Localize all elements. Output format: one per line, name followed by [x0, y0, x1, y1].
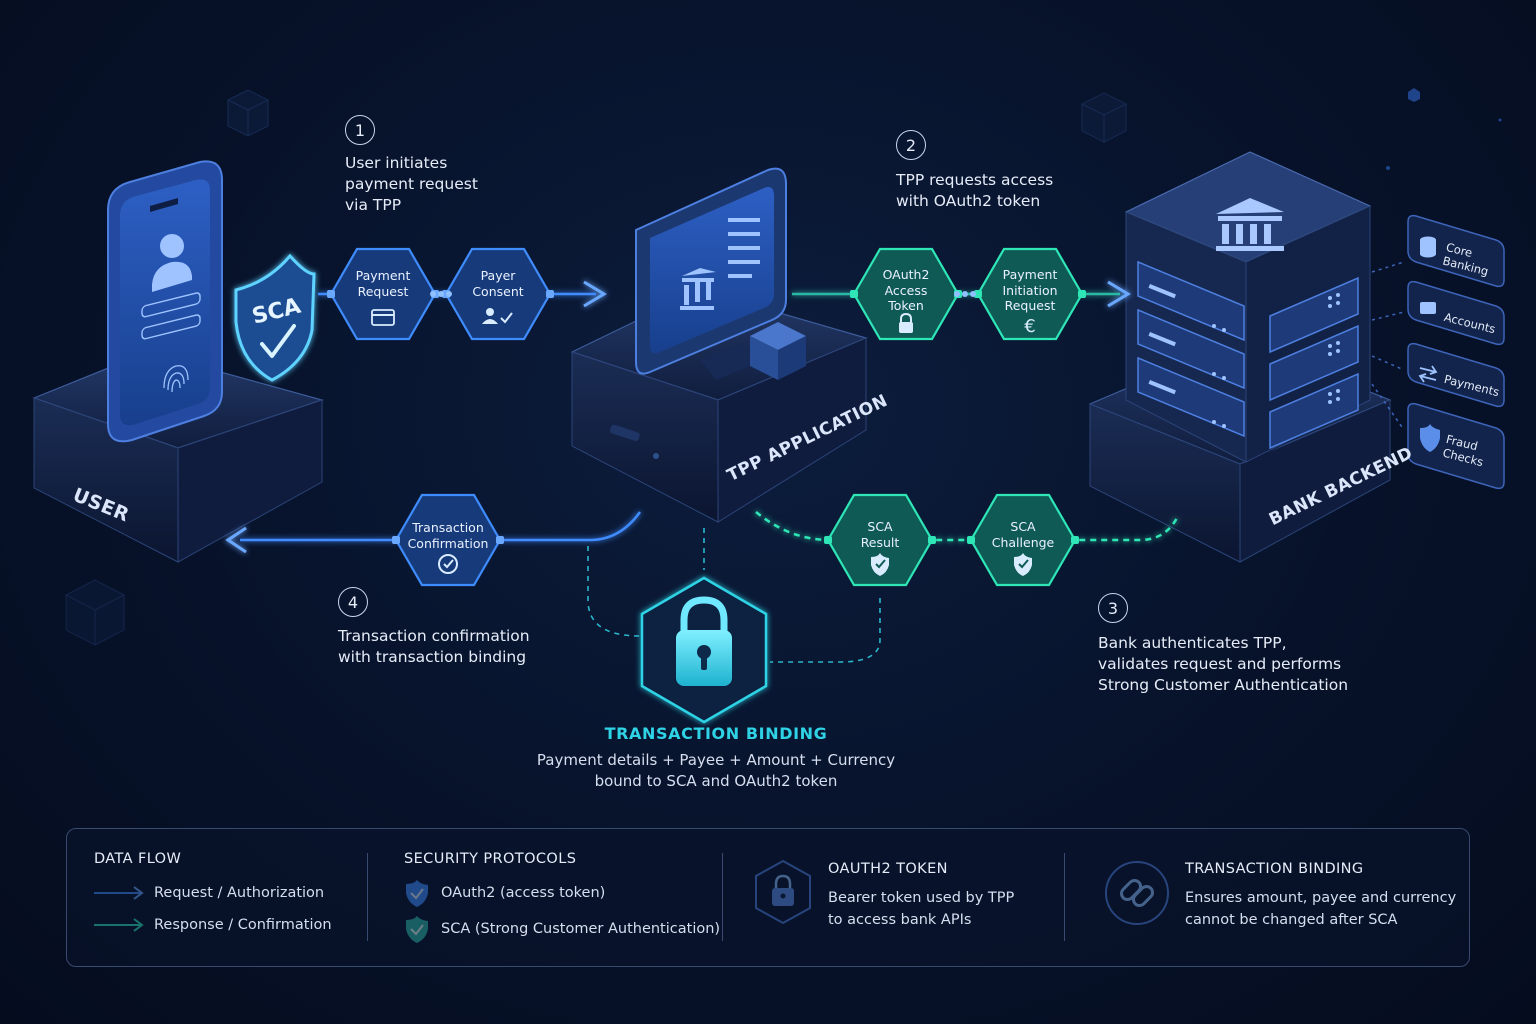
- flow-response-bank-to-tpp: [755, 511, 1180, 542]
- legend-oauth-token-heading: OAUTH2 TOKEN: [828, 861, 948, 877]
- flow-confirmation-tpp-to-user: [225, 511, 642, 554]
- hex-sca-result: [824, 493, 936, 587]
- step-1-number: 1: [345, 115, 375, 145]
- hex-transaction-confirmation: [392, 493, 504, 587]
- step-2-number: 2: [896, 130, 926, 160]
- transfer-icon: [1418, 365, 1438, 383]
- shield-icon: [871, 553, 889, 576]
- service-card-payments: [1407, 342, 1505, 408]
- legend-divider: [367, 853, 368, 941]
- monitor-icon: [635, 167, 787, 380]
- legend-oauth-item: OAuth2 (access token): [441, 885, 606, 901]
- phone-icon: [107, 160, 223, 443]
- binding-description: Payment details + Payee + Amount + Curre…: [536, 751, 896, 790]
- step-4-number: 4: [338, 587, 368, 617]
- bank-node: [1088, 151, 1392, 563]
- decor-cube: [64, 579, 126, 646]
- card-icon: [371, 309, 395, 326]
- legend-response-item: Response / Confirmation: [154, 917, 332, 933]
- euro-icon: €: [1024, 316, 1035, 337]
- hex-payment-request: [327, 247, 439, 341]
- user-check-icon: [482, 308, 513, 324]
- legend-request-item: Request / Authorization: [154, 885, 325, 901]
- wallet-icon: [1420, 302, 1436, 314]
- data-cube-icon: [750, 322, 806, 380]
- service-card-core-banking: [1407, 214, 1505, 288]
- flow-hex-layer: €: [327, 247, 1086, 587]
- legend-data-flow-heading: DATA FLOW: [94, 851, 182, 867]
- service-card-fraud-checks: [1407, 402, 1505, 490]
- hex-connector-dots: [430, 291, 976, 297]
- svg-text:€: €: [1024, 316, 1035, 337]
- legend-security-heading: SECURITY PROTOCOLS: [404, 851, 577, 867]
- service-card-accounts: [1407, 280, 1505, 346]
- legend-sca-item: SCA (Strong Customer Authentication): [441, 921, 721, 937]
- hex-payer-consent: [442, 247, 554, 341]
- lock-icon: [899, 312, 913, 333]
- shield-check-icon: [1420, 424, 1440, 452]
- decor-cube: [1080, 92, 1128, 143]
- hex-sca-challenge: [967, 493, 1079, 587]
- step-3-text: Bank authenticates TPP,validates request…: [1098, 634, 1349, 694]
- binding-title: TRANSACTION BINDING: [604, 724, 828, 743]
- sca-shield-icon: [234, 253, 316, 382]
- legend-panel: DATA FLOW Request / Authorization Respon…: [66, 828, 1470, 967]
- database-icon: [1420, 236, 1436, 258]
- legend-divider: [722, 853, 723, 941]
- binding-connectors: [587, 528, 881, 663]
- legend-binding-heading: TRANSACTION BINDING: [1185, 861, 1364, 877]
- transaction-binding-lock: [640, 576, 768, 724]
- hex-payment-initiation: €: [974, 247, 1086, 341]
- decor-cube: [226, 89, 270, 137]
- check-icon: [438, 554, 458, 574]
- service-connectors: [1371, 261, 1405, 431]
- shield-icon: [1014, 553, 1032, 576]
- legend-divider: [1064, 853, 1065, 941]
- decor-dot: [1386, 88, 1502, 170]
- step-3-number: 3: [1098, 593, 1128, 623]
